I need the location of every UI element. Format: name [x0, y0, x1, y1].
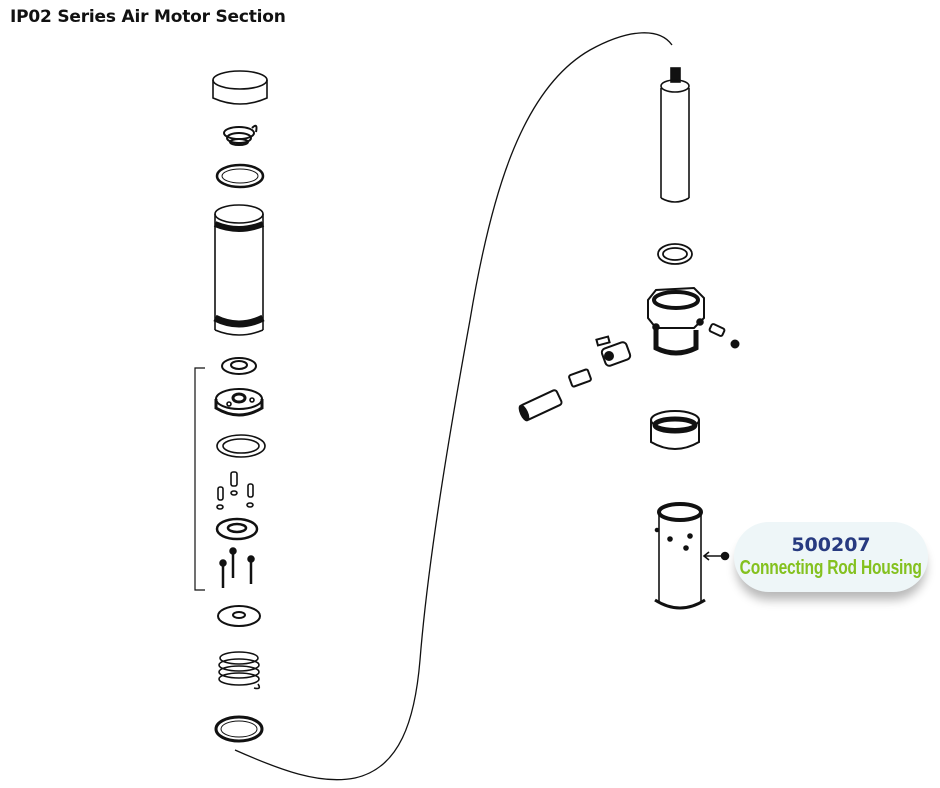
gland-nut — [650, 410, 700, 450]
top-cap — [212, 70, 268, 105]
bolts — [219, 547, 255, 588]
dowel-pins — [216, 471, 254, 510]
air-valve — [595, 335, 632, 367]
piston-seal-top — [221, 357, 257, 375]
assembly-bracket — [194, 367, 205, 591]
piston — [214, 388, 264, 417]
quick-coupler — [518, 389, 563, 422]
piston-plate — [215, 517, 259, 541]
part-name: Connecting Rod Housing — [739, 557, 923, 579]
connecting-rod-housing — [654, 502, 706, 610]
wave-spring — [223, 124, 258, 146]
part-number: 500207 — [791, 534, 871, 556]
washer — [217, 605, 261, 627]
callout-pointer-icon — [702, 551, 730, 561]
coil-spring — [218, 651, 261, 690]
page-title: IP02 Series Air Motor Section — [10, 7, 286, 27]
air-cylinder — [213, 204, 265, 336]
assembly-connector-line — [234, 32, 673, 781]
nipple-fitting — [568, 368, 592, 388]
o-ring-rod — [657, 243, 693, 265]
o-ring-bottom — [214, 715, 264, 743]
bleed-fitting — [708, 323, 740, 349]
motor-base — [647, 286, 705, 356]
piston-rod — [660, 67, 690, 203]
part-callout[interactable]: 500207 Connecting Rod Housing — [734, 522, 928, 592]
o-ring-top — [215, 163, 265, 189]
o-ring-piston — [216, 434, 266, 458]
